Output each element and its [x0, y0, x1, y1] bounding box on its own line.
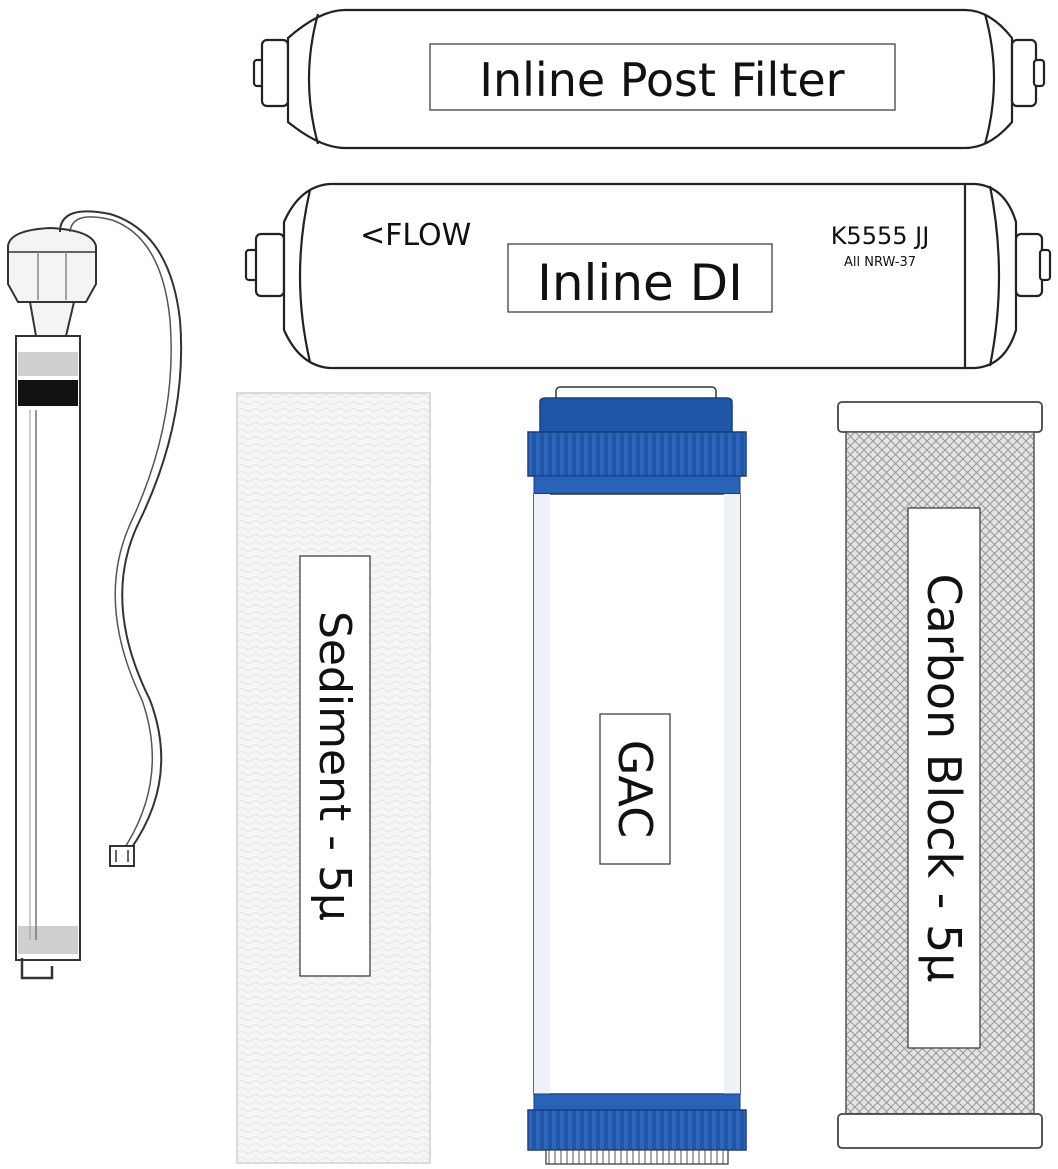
model-sub-label: All NRW-37: [844, 255, 916, 270]
gac-label: GAC: [608, 740, 662, 838]
model-code-label: K5555 JJ: [831, 222, 930, 250]
inline-di-filter: [244, 182, 1052, 370]
sediment-label: Sediment - 5µ: [309, 611, 360, 921]
flow-direction-label: <FLOW: [360, 218, 471, 253]
inline-post-filter: [252, 8, 1046, 150]
sediment-filter: [236, 392, 431, 1164]
carbon-block-label: Carbon Block - 5µ: [917, 573, 971, 982]
uv-lamp-icon: [7, 210, 183, 980]
inline-di-label: Inline DI: [537, 254, 743, 312]
inline-post-filter-label: Inline Post Filter: [479, 53, 844, 107]
gac-filter: [527, 386, 747, 1165]
carbon-block-filter: [837, 401, 1043, 1149]
